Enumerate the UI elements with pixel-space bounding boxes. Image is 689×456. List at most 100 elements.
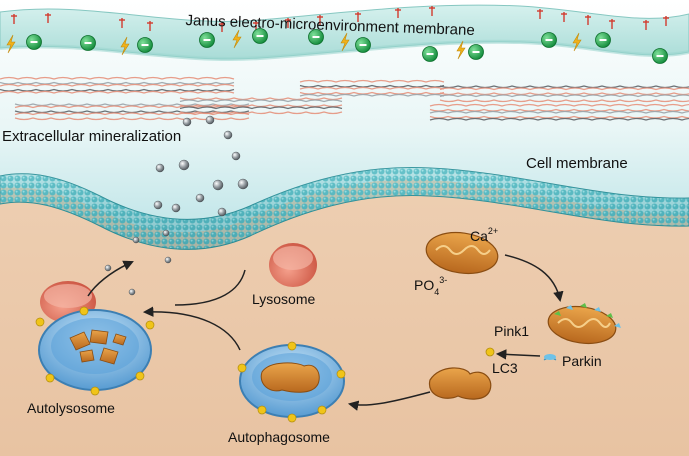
lc3-dot <box>237 363 247 373</box>
collagen-fiber <box>14 112 250 116</box>
negative-charge-icon <box>252 28 268 44</box>
cell-membrane-shade <box>0 167 689 250</box>
collagen-fiber <box>439 92 689 96</box>
lc3-dot <box>336 369 346 379</box>
collagen-fiber <box>439 85 689 89</box>
membrane-tick <box>285 18 291 28</box>
mineral-particle-icon <box>237 178 249 190</box>
negative-charge-icon <box>199 32 215 48</box>
calcium-label: Ca2+ <box>470 226 498 244</box>
mineral-particle-icon <box>182 117 192 127</box>
negative-charge-icon <box>137 37 153 53</box>
collagen-fiber <box>429 117 689 121</box>
mineral-particle-icon <box>212 179 224 191</box>
cell-membrane-label: Cell membrane <box>526 155 628 172</box>
phosphate-label: PO43- <box>414 275 447 297</box>
mineral-particle-icon <box>178 159 190 171</box>
lightning-bolts <box>6 29 582 60</box>
lysosome-highlight <box>273 246 313 270</box>
membrane-tick <box>317 15 323 25</box>
negative-charge-icon <box>80 35 96 51</box>
mineral-particle-icon <box>164 256 172 264</box>
lightning-bolt-icon <box>340 32 350 52</box>
collagen-fiber <box>299 84 445 88</box>
autophagosome-label: Autophagosome <box>228 429 330 445</box>
mitochondrion-cristae <box>435 245 491 255</box>
collagen-fiber <box>439 94 689 98</box>
mitochondrion-fragments <box>69 329 127 365</box>
mitochondrion-mineralized <box>425 231 499 275</box>
mineral-particle-icon <box>205 115 215 125</box>
collagen-fiber <box>299 79 445 83</box>
lc3-icon <box>485 347 495 357</box>
calcium-charge: 2+ <box>488 226 498 236</box>
lc3-dot <box>317 405 327 415</box>
pink1-marker <box>606 313 613 318</box>
membrane-tick <box>355 12 361 22</box>
negative-charge-icon <box>468 44 484 60</box>
pink1-markers <box>554 303 621 328</box>
mineral-particle-icon <box>223 130 233 140</box>
membrane-tick <box>585 15 591 25</box>
mineral-particle-icon <box>104 264 112 272</box>
lc3-mitochondrion-body <box>428 367 492 400</box>
collagen-fiber <box>439 87 689 91</box>
negative-charge-icon <box>541 32 557 48</box>
arrow-to-autolysosome <box>142 306 241 351</box>
parkin-label: Parkin <box>562 353 602 369</box>
mineral-particle-icon <box>162 229 170 237</box>
collagen-fiber <box>0 90 235 94</box>
collagen-fiber <box>439 99 689 103</box>
tagged-mitochondrion-cristae <box>557 318 611 328</box>
collagen-fiber <box>179 106 343 110</box>
mineral-particle-icon <box>217 207 227 217</box>
parkin-icon <box>543 354 557 361</box>
extracellular-mineralization-label: Extracellular mineralization <box>2 128 181 145</box>
collagen-fiber <box>299 93 445 97</box>
collagen-fiber <box>0 83 235 87</box>
negative-charge-icon <box>595 32 611 48</box>
lc3-label: LC3 <box>492 360 518 376</box>
lightning-bolt-icon <box>456 40 466 60</box>
lc3-dot <box>257 405 267 415</box>
membrane-tick <box>429 6 435 16</box>
membrane-tick <box>45 13 51 23</box>
membrane-tick <box>219 22 225 32</box>
mineral-particle-icon <box>128 288 136 296</box>
membrane-tick <box>643 20 649 30</box>
arrow-to-mineralization <box>87 260 134 297</box>
membrane-tick <box>561 12 567 22</box>
mineral-particle-icon <box>195 193 205 203</box>
lightning-bolt-icon <box>572 32 582 52</box>
membrane-surface-ticks <box>11 6 669 32</box>
pink1-marker <box>566 305 573 310</box>
mineral-particle-icon <box>155 163 165 173</box>
membrane-tick <box>147 21 153 31</box>
arrow-to-autophagosome <box>347 391 431 411</box>
lc3-dot <box>35 317 45 327</box>
lc3-dot <box>45 373 55 383</box>
negative-charges <box>26 28 668 64</box>
lc3-dot <box>79 306 89 316</box>
pink1-marker <box>580 303 587 308</box>
mineral-particle-icon <box>153 200 163 210</box>
collagen-fiber <box>429 110 689 114</box>
lightning-bolt-icon <box>120 36 130 56</box>
collagen-fiber <box>299 91 445 95</box>
mineral-particle-icon <box>171 203 181 213</box>
lc3-dot <box>90 386 100 396</box>
negative-charge-icon <box>308 29 324 45</box>
autolysosome <box>38 309 152 391</box>
arrow-to-lc3 <box>495 349 541 360</box>
phosphate-charge: 3- <box>439 275 447 285</box>
pink1-marker <box>554 311 561 316</box>
engulfed-mitochondrion <box>260 362 320 393</box>
negative-charge-icon <box>652 48 668 64</box>
calcium-base: Ca <box>470 228 488 244</box>
collagen-fiber <box>179 111 343 115</box>
lc3-dot <box>287 413 297 423</box>
lc3-vesicle-dots <box>35 306 346 423</box>
lysosome-label: Lysosome <box>252 291 316 307</box>
